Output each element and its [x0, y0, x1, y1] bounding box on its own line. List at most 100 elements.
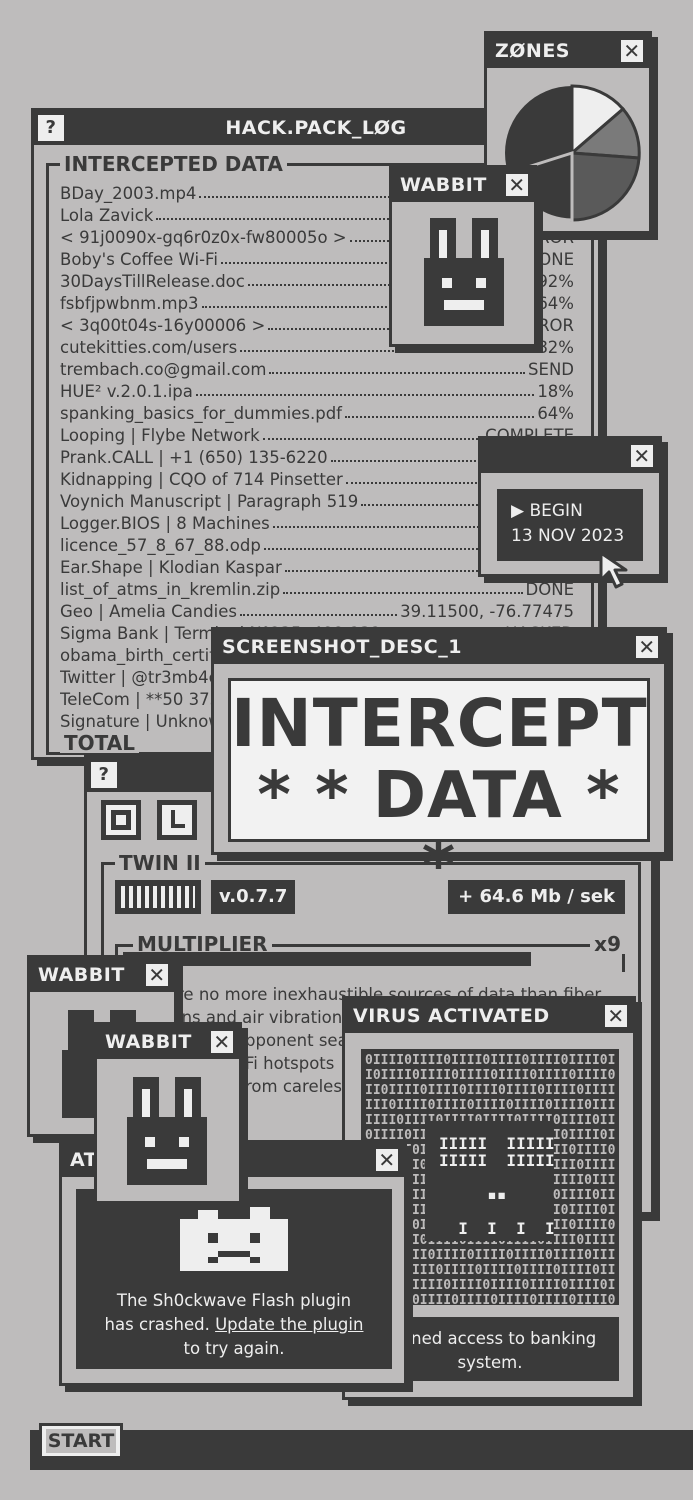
log-row-leader — [345, 482, 526, 484]
log-row-leader — [240, 614, 398, 616]
log-row-leader — [195, 394, 535, 396]
cursor-icon — [599, 551, 628, 589]
flash-crash-message: The Sh0ckwave Flash plugin has crashed. … — [76, 1289, 392, 1361]
log-row-name: Prank.CALL | +1 (650) 135-6220 — [60, 448, 328, 467]
multiplier-label: MULTIPLIER — [133, 934, 272, 954]
log-row-leader — [240, 350, 535, 352]
close-icon[interactable]: ✕ — [504, 172, 530, 198]
log-row-name: Logger.BIOS | 8 Machines — [60, 514, 270, 533]
multiplier-bar[interactable] — [123, 952, 603, 966]
multiplier-value: x9 — [590, 934, 625, 954]
intercept-line2: * * DATA * * — [257, 759, 621, 903]
log-row-leader — [201, 306, 535, 308]
begin-titlebar[interactable]: ✕ — [481, 439, 659, 473]
log-row-leader — [269, 372, 526, 374]
wabbit-title: WABBIT — [105, 1031, 192, 1053]
log-row-leader — [156, 218, 545, 220]
log-row[interactable]: trembach.co@gmail.com SEND — [60, 357, 574, 379]
log-row-name: TeleCom | **50 373 — [60, 690, 221, 709]
close-icon[interactable]: ✕ — [619, 38, 645, 64]
virus-title: VIRUS ACTIVATED — [353, 1005, 550, 1027]
close-icon[interactable]: ✕ — [209, 1029, 235, 1055]
log-row-leader — [284, 570, 535, 572]
twin-text-line: Fi hotspots — [245, 1054, 335, 1073]
lock-icon[interactable] — [157, 800, 197, 840]
wabbit-titlebar[interactable]: WABBIT ✕ — [392, 168, 534, 202]
start-button[interactable]: START — [39, 1423, 123, 1459]
log-row-leader — [283, 592, 523, 594]
log-row-name: Signature | Unknown — [60, 712, 233, 731]
begin-label: BEGIN — [529, 501, 583, 521]
begin-label-row: ▶ BEGIN — [511, 499, 643, 524]
close-icon[interactable]: ✕ — [634, 634, 660, 660]
intercept-line1: INTERCEPT — [231, 685, 648, 762]
log-row[interactable]: fsbfjpwbnm.mp3 64% — [60, 291, 574, 313]
close-icon[interactable]: ✕ — [629, 443, 655, 469]
wabbit-title: WABBIT — [400, 174, 487, 196]
flash-crash-panel: The Sh0ckwave Flash plugin has crashed. … — [76, 1189, 392, 1369]
log-row-value: 39.11500, -76.77475 — [400, 602, 574, 621]
log-row-name: Twitter | @tr3mb4ch — [60, 668, 229, 687]
log-row-name: list_of_atms_in_kremlin.zip — [60, 580, 281, 599]
log-row[interactable]: list_of_atms_in_kremlin.zip DONE — [60, 577, 574, 599]
version-label: v.0.7.7 — [211, 880, 296, 914]
log-row-leader — [345, 416, 535, 418]
broken-plugin-icon — [180, 1207, 288, 1271]
multiplier-fill — [123, 952, 531, 966]
close-icon[interactable]: ✕ — [144, 962, 170, 988]
log-row-name: Looping | Flybe Network — [60, 426, 260, 445]
play-icon: ▶ — [511, 501, 525, 521]
intercepted-data-label: INTERCEPTED DATA — [60, 154, 287, 174]
intercept-banner: INTERCEPT * * DATA * * — [228, 678, 650, 901]
log-row-value: 18% — [537, 382, 574, 401]
virus-skull-icon: IIIII IIIII IIIII IIIII ▪▪ I I I I — [425, 1121, 555, 1241]
begin-button[interactable]: ▶ BEGIN 13 NOV 2023 — [497, 489, 643, 561]
log-row-name: trembach.co@gmail.com — [60, 360, 267, 379]
close-icon[interactable]: ✕ — [603, 1003, 629, 1029]
log-row-value: 92% — [537, 272, 574, 291]
log-row-name: Boby's Coffee Wi-Fi — [60, 250, 218, 269]
begin-date: 13 NOV 2023 — [511, 526, 625, 546]
log-row-name: Ear.Shape | Klodian Kaspar — [60, 558, 282, 577]
flash-msg-line1: The Sh0ckwave Flash plugin — [116, 1291, 352, 1310]
rabbit-icon — [127, 1077, 209, 1187]
screenshot-desc-window: SCREENSHOT_DESC_1 ✕ INTERCEPT * * DATA *… — [211, 627, 667, 901]
log-row-name: licence_57_8_67_88.odp — [60, 536, 261, 555]
update-plugin-link[interactable]: Update the plugin — [215, 1315, 364, 1334]
target-icon[interactable] — [101, 800, 141, 840]
log-row-name: 30DaysTillRelease.doc — [60, 272, 245, 291]
close-icon[interactable]: ✕ — [374, 1147, 400, 1173]
twin-text-line: rom careless — [245, 1077, 351, 1096]
zones-titlebar[interactable]: ZØNES ✕ — [487, 34, 649, 68]
log-row-leader — [199, 196, 535, 198]
rabbit-icon — [424, 218, 506, 328]
flash-msg-line3: to try again. — [183, 1339, 285, 1358]
wabbit-titlebar[interactable]: WABBIT ✕ — [97, 1025, 239, 1059]
help-button[interactable]: ? — [91, 762, 117, 788]
wabbit-window-front: WABBIT ✕ — [94, 1022, 242, 1204]
log-row-value: DONE — [525, 580, 574, 599]
start-label: START — [46, 1429, 116, 1453]
log-row-leader — [330, 460, 523, 462]
log-row-value: 64% — [537, 294, 574, 313]
wabbit-window-top: WABBIT ✕ — [389, 165, 537, 347]
log-row-value: 82% — [537, 338, 574, 357]
log-row-leader — [220, 262, 523, 264]
signal-bars — [115, 880, 201, 914]
log-row-name: < 91j0090x-gq6r0z0x-fw80005o > — [60, 228, 347, 247]
wabbit-titlebar[interactable]: WABBIT ✕ — [30, 958, 174, 992]
log-row-name: fsbfjpwbnm.mp3 — [60, 294, 199, 313]
hack-log-title: HACK.PACK_LØG — [225, 117, 407, 139]
screenshot-desc-title: SCREENSHOT_DESC_1 — [222, 636, 462, 658]
screenshot-desc-titlebar[interactable]: SCREENSHOT_DESC_1 ✕ — [214, 630, 664, 664]
help-button[interactable]: ? — [38, 115, 64, 141]
log-row-value: SEND — [528, 360, 574, 379]
speed-label: + 64.6 Mb / sek — [448, 880, 625, 914]
twin-text-line: pponent sea — [245, 1031, 348, 1050]
virus-titlebar[interactable]: VIRUS ACTIVATED ✕ — [345, 999, 633, 1033]
